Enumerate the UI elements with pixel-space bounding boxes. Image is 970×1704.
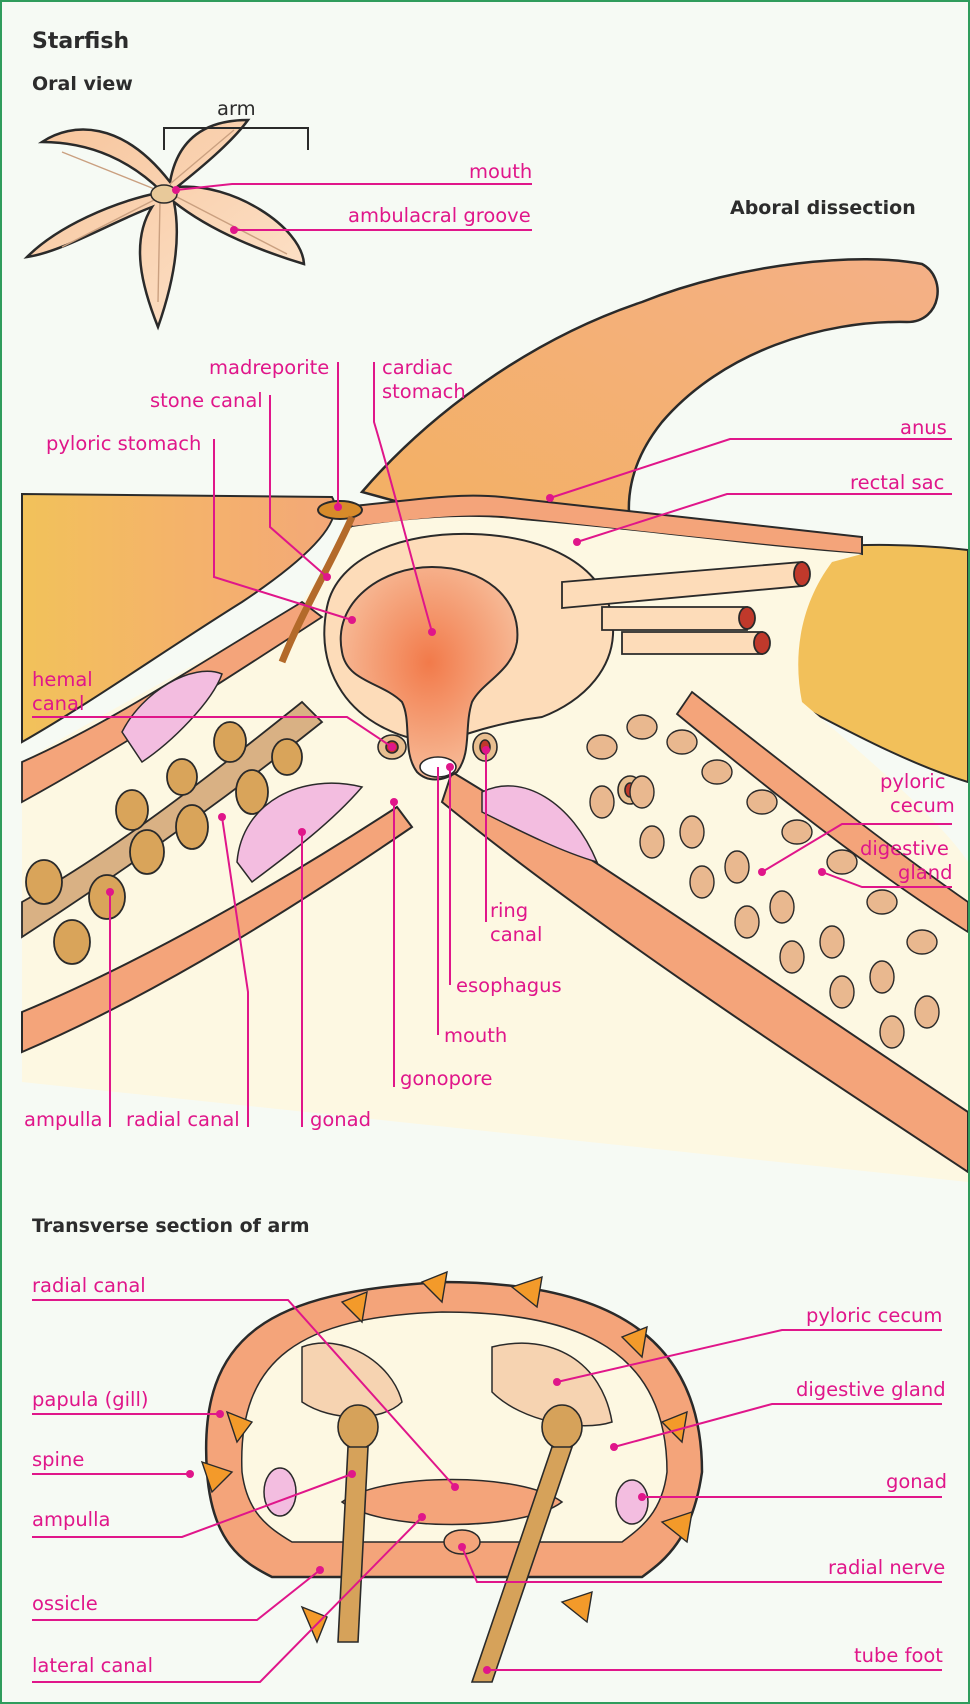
transverse-section-heading: Transverse section of arm: [32, 1215, 310, 1237]
spine-label: spine: [32, 1448, 84, 1471]
rectal-sac-label: rectal sac: [850, 471, 944, 494]
pyloric-cecum-label-1: pyloric: [880, 770, 945, 793]
aboral-dissection-heading: Aboral dissection: [730, 197, 916, 219]
cardiac-stomach-label-1: cardiac: [382, 356, 453, 379]
papula-label: papula (gill): [32, 1388, 148, 1411]
section-radial-canal-label: radial canal: [32, 1274, 146, 1297]
oral-view-heading: Oral view: [32, 73, 133, 95]
oral-view-starfish: [27, 120, 304, 327]
section-pyloric-cecum-label: pyloric cecum: [806, 1304, 942, 1327]
section-ampulla-label: ampulla: [32, 1508, 110, 1531]
ambulacral-groove-label: ambulacral groove: [348, 204, 531, 227]
digestive-gland-label-1: digestive: [860, 837, 949, 860]
hemal-canal-label-2: canal: [32, 692, 84, 715]
hemal-canal-label-1: hemal: [32, 668, 93, 691]
digestive-gland-label-2: gland: [898, 861, 952, 884]
gonopore-label: gonopore: [400, 1067, 493, 1090]
anus-label: anus: [900, 416, 947, 439]
tube-foot-label: tube foot: [854, 1644, 943, 1667]
figure-title: Starfish: [32, 29, 129, 54]
dissection-ampulla-label: ampulla: [24, 1108, 102, 1131]
dissection-radial-canal-label: radial canal: [126, 1108, 240, 1131]
dissection-mouth-label: mouth: [444, 1024, 507, 1047]
lateral-canal-label: lateral canal: [32, 1654, 153, 1677]
stone-canal-label: stone canal: [150, 389, 263, 412]
pyloric-cecum-label-2: cecum: [890, 794, 955, 817]
radial-nerve-label: radial nerve: [828, 1556, 945, 1579]
arm-label: arm: [217, 97, 256, 120]
section-gonad-label: gonad: [886, 1470, 947, 1493]
section-digestive-gland-label: digestive gland: [796, 1378, 946, 1401]
oral-mouth-label: mouth: [469, 160, 532, 183]
ossicle-label: ossicle: [32, 1592, 98, 1615]
madreporite-label: madreporite: [209, 356, 329, 379]
transverse-section-drawing: [202, 1272, 702, 1682]
esophagus-label: esophagus: [456, 974, 562, 997]
pyloric-stomach-label: pyloric stomach: [46, 432, 201, 455]
ring-canal-label-2: canal: [490, 923, 542, 946]
ring-canal-label-1: ring: [490, 899, 528, 922]
dissection-gonad-label: gonad: [310, 1108, 371, 1131]
cardiac-stomach-label-2: stomach: [382, 380, 466, 403]
